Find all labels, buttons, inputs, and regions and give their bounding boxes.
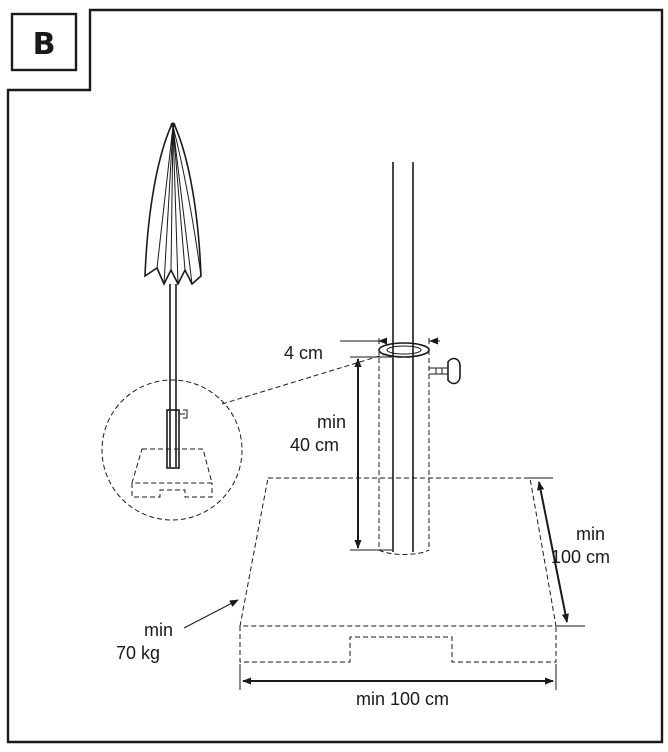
base-outline <box>239 477 557 663</box>
dimension-base-front: min 100 cm <box>239 664 557 709</box>
weight-callout: min 70 kg <box>116 599 239 663</box>
section-letter: B <box>33 27 56 62</box>
dimension-tube-diameter: 4 cm <box>284 337 440 363</box>
diagram-frame <box>6 8 664 744</box>
weight-label-value: 70 kg <box>116 643 160 663</box>
tube-diameter-label: 4 cm <box>284 343 323 363</box>
dimension-tube-depth: min 40 cm <box>290 356 392 551</box>
depth-label-min: min <box>317 412 346 432</box>
pole-icon <box>392 162 414 552</box>
tube-icon <box>378 342 430 555</box>
front-width-label: min 100 cm <box>356 689 449 709</box>
side-label-value: 100 cm <box>551 547 610 567</box>
section-badge: B <box>10 12 78 72</box>
side-label-min: min <box>576 524 605 544</box>
depth-label-value: 40 cm <box>290 435 339 455</box>
screw-knob-icon <box>429 357 461 385</box>
weight-label-min: min <box>144 620 173 640</box>
parasol-icon <box>144 122 202 469</box>
dimension-base-side: min 100 cm <box>529 477 610 627</box>
umbrella-base-icon <box>101 353 387 521</box>
